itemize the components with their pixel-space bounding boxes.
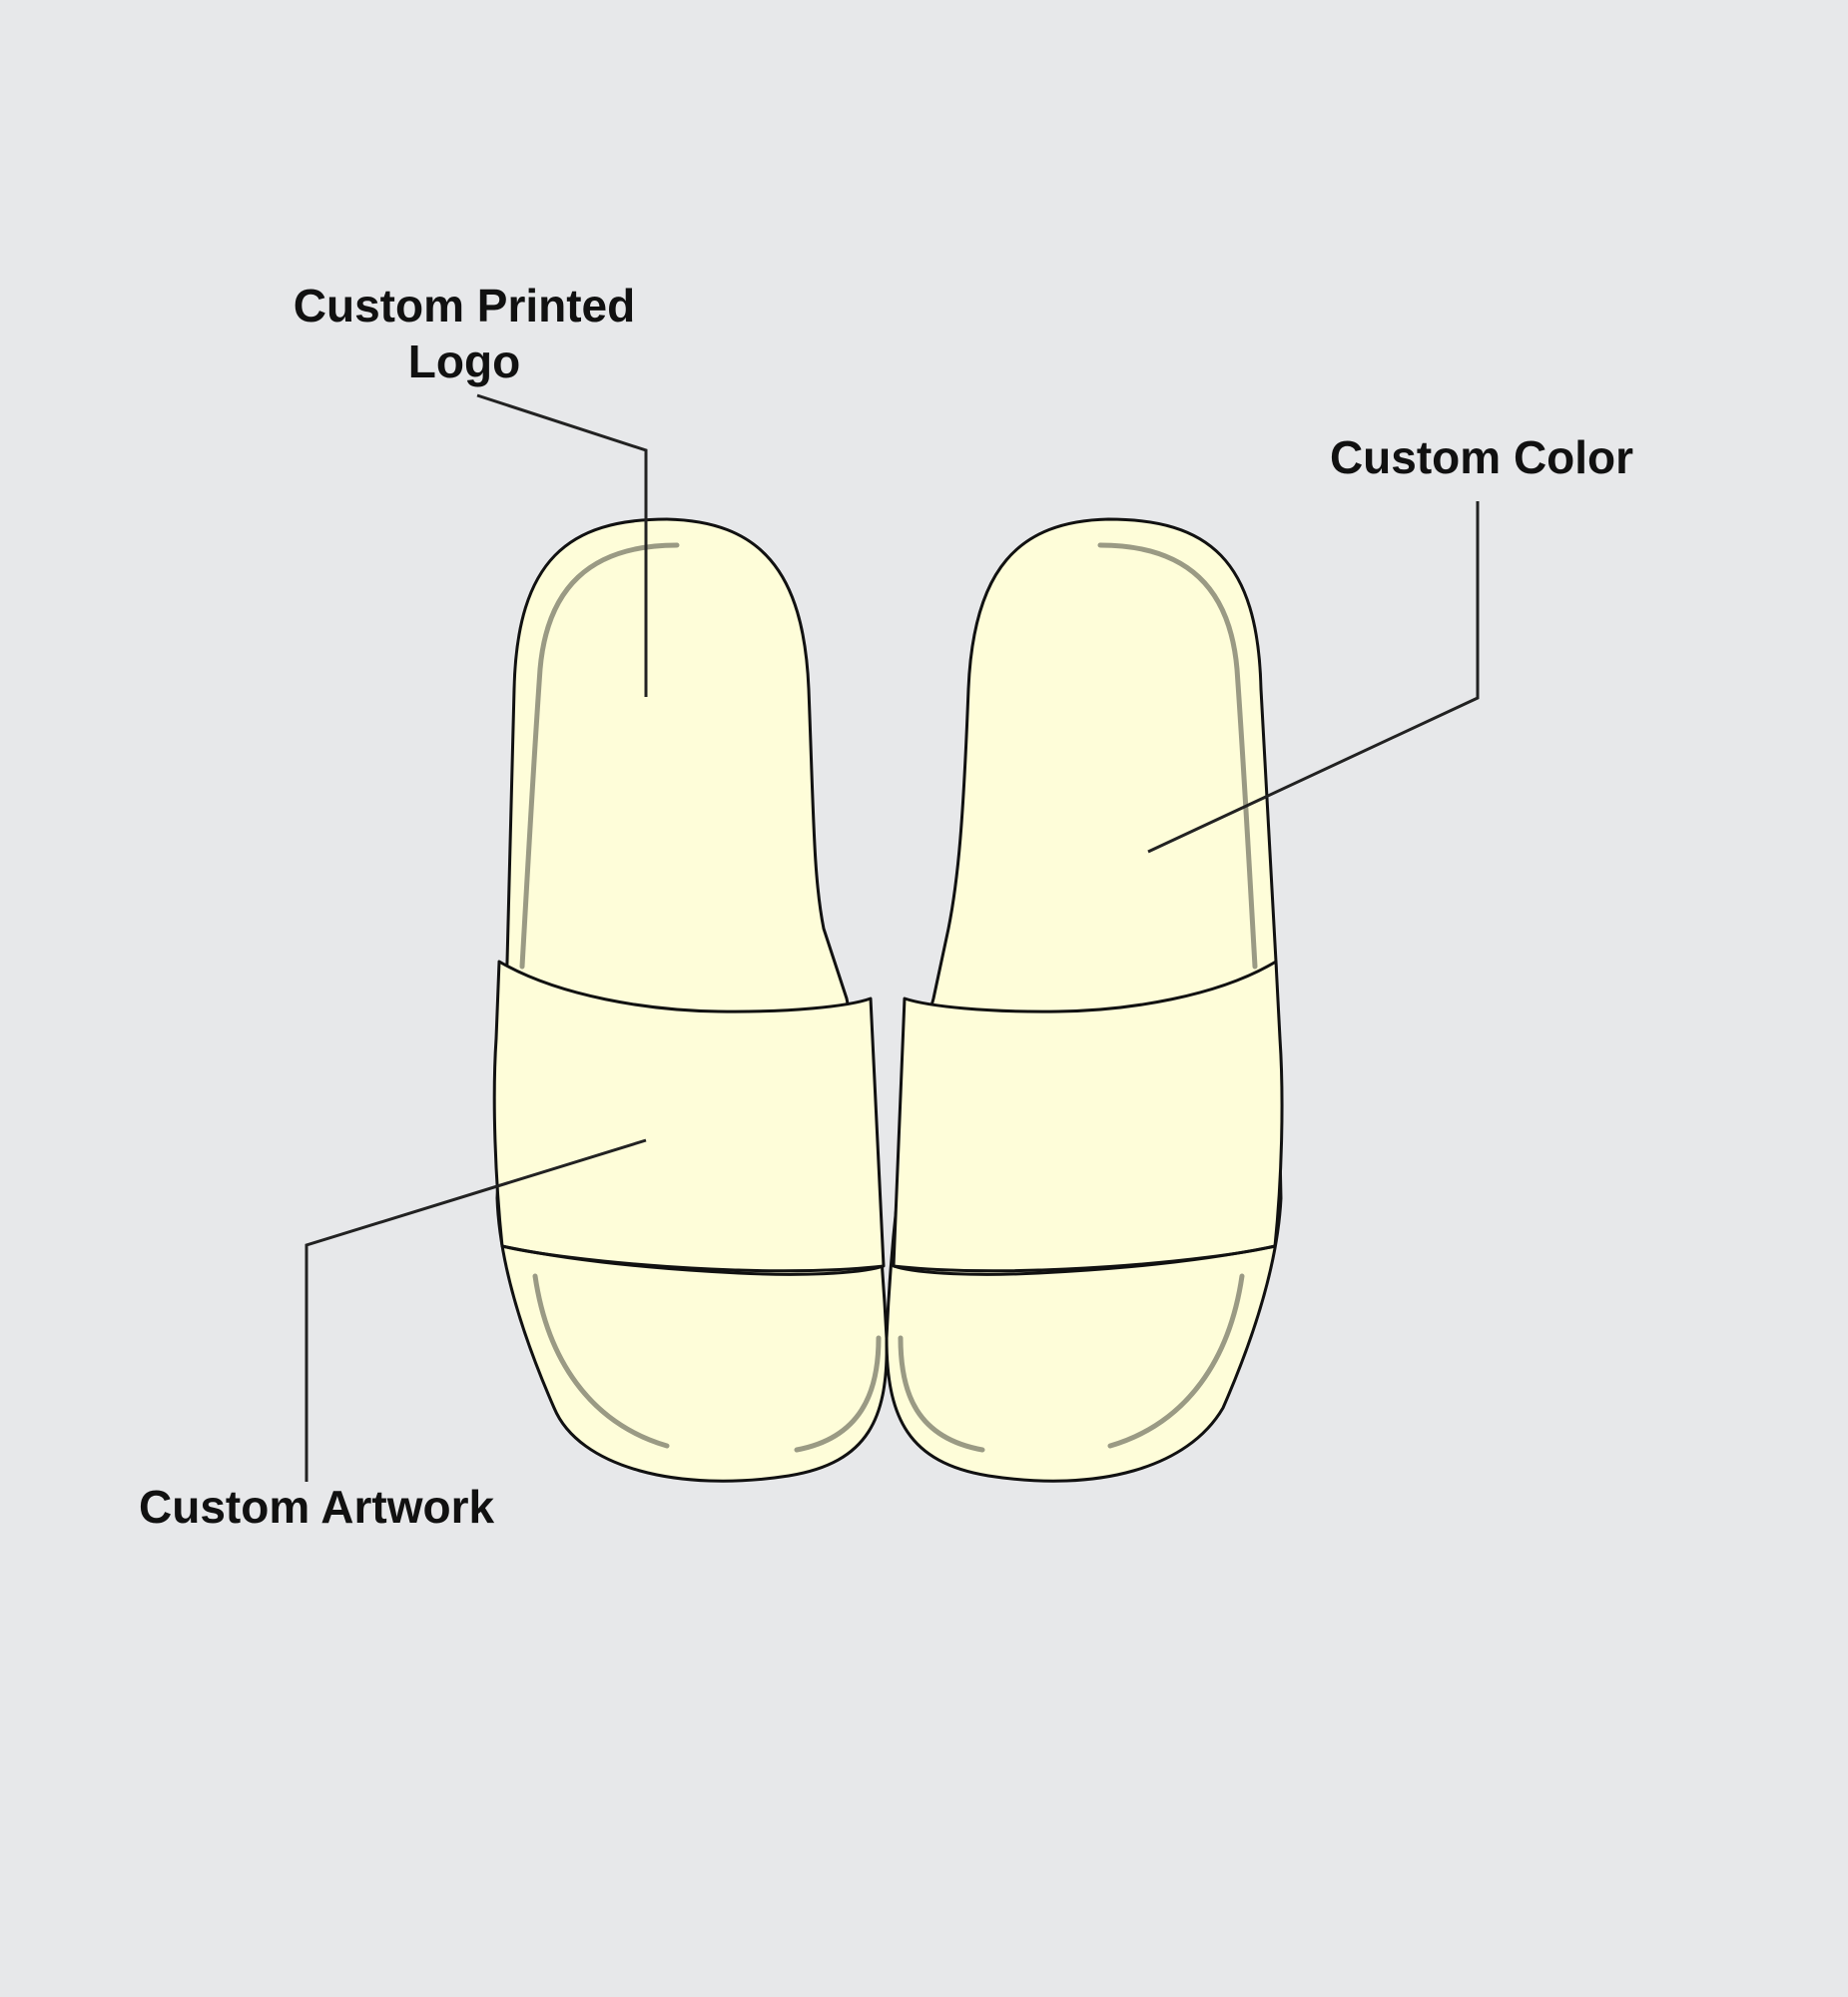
logo-leader-line xyxy=(476,393,648,697)
logo-label-line1: Custom Printed xyxy=(294,280,635,332)
artwork-label: Custom Artwork xyxy=(139,1481,495,1533)
right-strap-edge xyxy=(893,1244,1276,1273)
left-toe-contour xyxy=(532,1273,882,1453)
right-toe-contour xyxy=(898,1273,1245,1453)
logo-label-line2: Logo xyxy=(408,335,520,387)
right-heel-contour xyxy=(1097,542,1258,970)
artwork-leader-line xyxy=(305,1138,647,1482)
color-label: Custom Color xyxy=(1330,431,1633,483)
left-heel-contour xyxy=(519,542,680,970)
color-leader-line xyxy=(1147,501,1480,854)
left-strap xyxy=(492,960,886,1276)
left-slide xyxy=(492,517,889,1483)
right-strap xyxy=(892,960,1284,1276)
left-strap-edge xyxy=(501,1244,885,1273)
right-slide xyxy=(885,517,1284,1483)
